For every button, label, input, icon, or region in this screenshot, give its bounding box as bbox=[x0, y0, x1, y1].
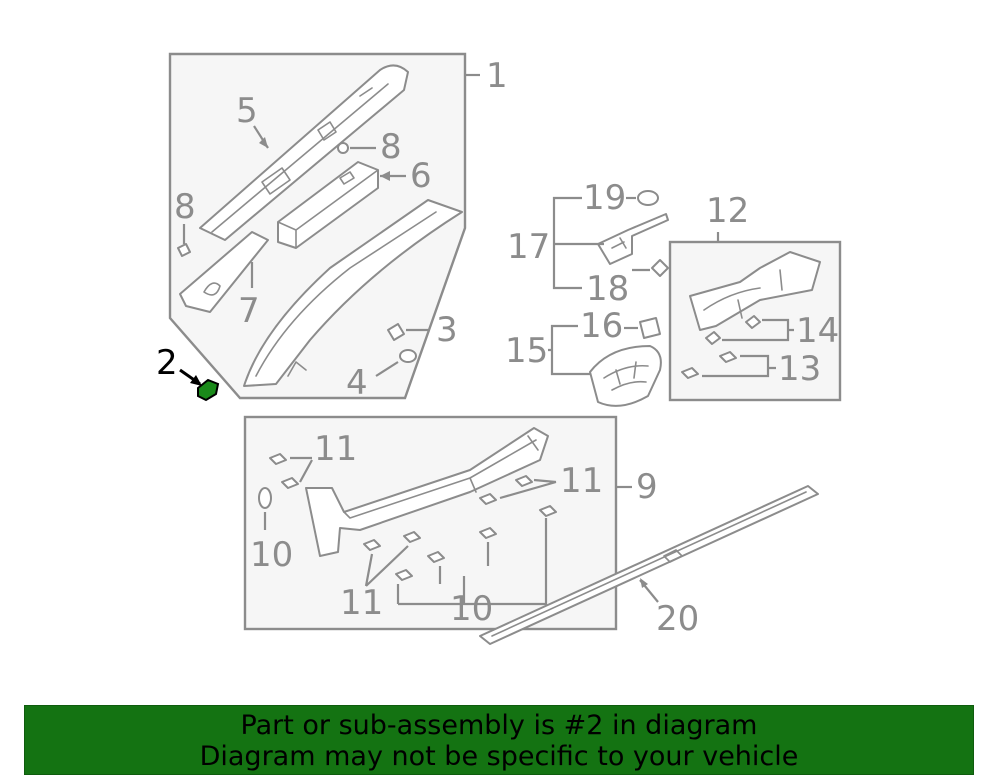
part-8-clip-left: 8 bbox=[174, 187, 196, 257]
info-banner: Part or sub-assembly is #2 in diagram Di… bbox=[24, 705, 974, 775]
callout-20[interactable]: 20 bbox=[656, 599, 699, 639]
callout-17[interactable]: 17 bbox=[507, 227, 550, 267]
assembly-box-12: 12 14 13 bbox=[668, 191, 842, 402]
callout-16[interactable]: 16 bbox=[580, 306, 623, 346]
callout-15[interactable]: 15 bbox=[505, 331, 548, 371]
callout-11-top-left[interactable]: 11 bbox=[314, 429, 357, 469]
group-17: 19 17 18 bbox=[507, 178, 669, 309]
assembly-box-9: 9 11 10 11 11 10 bbox=[243, 415, 658, 631]
callout-13[interactable]: 13 bbox=[778, 349, 821, 389]
callout-5[interactable]: 5 bbox=[236, 91, 258, 131]
part-5-garnish: 5 bbox=[199, 64, 409, 241]
callout-12[interactable]: 12 bbox=[706, 191, 749, 231]
callout-4[interactable]: 4 bbox=[346, 363, 368, 403]
parts-diagram: 1 5 8 6 8 7 3 bbox=[156, 52, 842, 645]
part-1-long-garnish bbox=[243, 199, 463, 387]
callout-19[interactable]: 19 bbox=[583, 178, 626, 218]
callout-14[interactable]: 14 bbox=[796, 311, 839, 351]
part-8-clip-top: 8 bbox=[337, 127, 402, 167]
part-2-highlighted[interactable]: 2 bbox=[156, 343, 220, 402]
part-6-trim: 6 bbox=[277, 156, 432, 249]
callout-18[interactable]: 18 bbox=[586, 269, 629, 309]
part-20-scuff-plate: 20 bbox=[479, 485, 819, 645]
callout-8-top[interactable]: 8 bbox=[380, 127, 402, 167]
banner-line-1: Part or sub-assembly is #2 in diagram bbox=[240, 710, 758, 741]
part-7-pillar-trim: 7 bbox=[179, 231, 269, 331]
callout-11-bottom[interactable]: 11 bbox=[340, 583, 383, 623]
callout-1[interactable]: 1 bbox=[486, 56, 508, 96]
part-3-clip: 3 bbox=[387, 310, 458, 350]
banner-line-2: Diagram may not be specific to your vehi… bbox=[199, 741, 799, 772]
group-15: 16 15 bbox=[505, 306, 662, 407]
part-4-retainer: 4 bbox=[346, 349, 417, 403]
callout-11-right[interactable]: 11 bbox=[560, 461, 603, 501]
callout-9[interactable]: 9 bbox=[636, 467, 658, 507]
callout-8-left[interactable]: 8 bbox=[174, 187, 196, 227]
callout-3[interactable]: 3 bbox=[436, 310, 458, 350]
callout-6[interactable]: 6 bbox=[410, 156, 432, 196]
callout-10-left[interactable]: 10 bbox=[250, 535, 293, 575]
callout-7[interactable]: 7 bbox=[238, 291, 260, 331]
callout-10-bottom[interactable]: 10 bbox=[450, 589, 493, 629]
callout-2[interactable]: 2 bbox=[156, 343, 178, 383]
